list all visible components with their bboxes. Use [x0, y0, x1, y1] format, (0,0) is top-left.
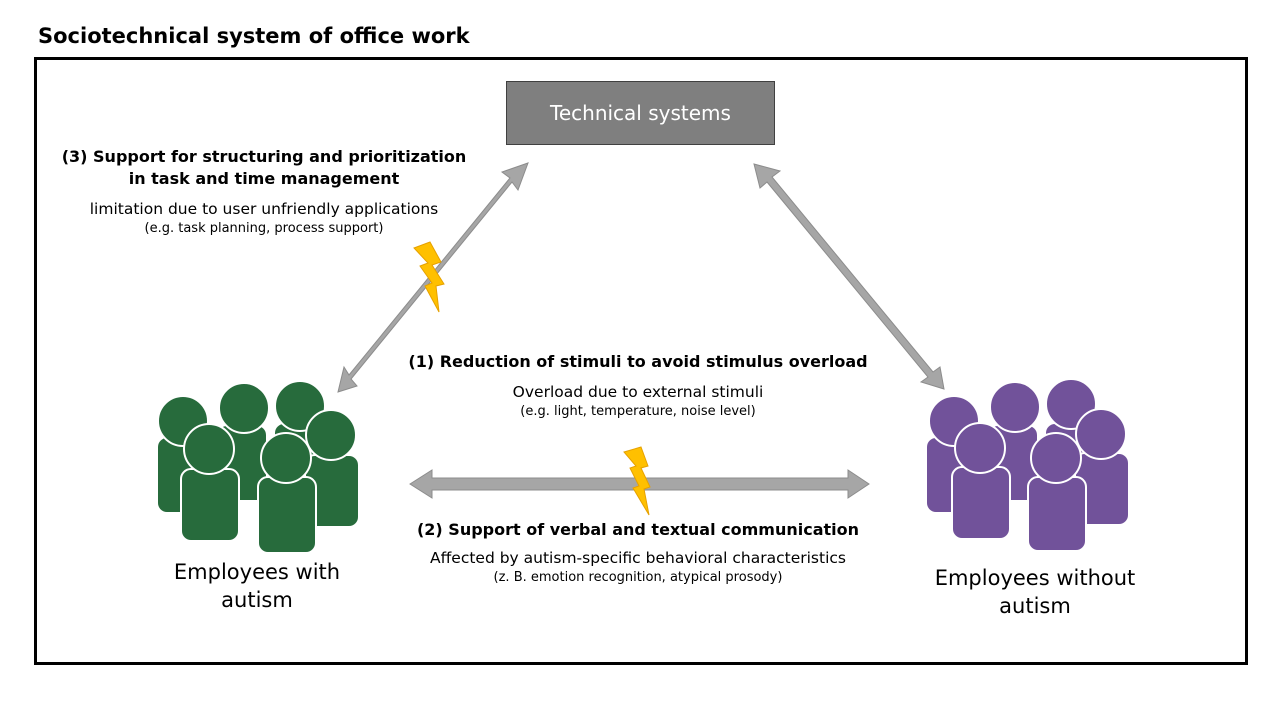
communication-annotation: (2) Support of verbal and textual commun… [398, 519, 878, 587]
employees-with-autism-icon [156, 380, 360, 554]
communication-text: Affected by autism-specific behavioral c… [430, 549, 846, 567]
technical-systems-box: Technical systems [506, 81, 775, 145]
diagram-title: Sociotechnical system of office work [38, 24, 470, 48]
employees-without-autism-label: Employees without autism [934, 566, 1136, 618]
stimuli-example: (e.g. light, temperature, noise level) [520, 404, 756, 419]
communication-example: (z. B. emotion recognition, atypical pro… [493, 570, 783, 585]
task-example: (e.g. task planning, process support) [144, 221, 384, 236]
employees-without-autism-icon [925, 378, 1130, 552]
arrow-tech-to-non-autism [753, 163, 945, 390]
stimuli-text: Overload due to external stimuli [512, 383, 764, 401]
task-heading-line1: (3) Support for structuring and prioriti… [61, 147, 467, 166]
diagram-frame [34, 57, 1248, 665]
lightning-communication-icon [623, 446, 651, 516]
communication-heading: (2) Support of verbal and textual commun… [416, 520, 860, 539]
stimuli-heading: (1) Reduction of stimuli to avoid stimul… [408, 352, 868, 371]
lightning-task-icon [413, 241, 445, 313]
employees-with-autism-label: Employees with autism [173, 560, 341, 612]
task-text: limitation due to user unfriendly applic… [89, 200, 439, 218]
task-annotation: (3) Support for structuring and prioriti… [50, 146, 478, 238]
task-heading-line2: in task and time management [128, 169, 400, 188]
stimuli-annotation: (1) Reduction of stimuli to avoid stimul… [398, 351, 878, 421]
